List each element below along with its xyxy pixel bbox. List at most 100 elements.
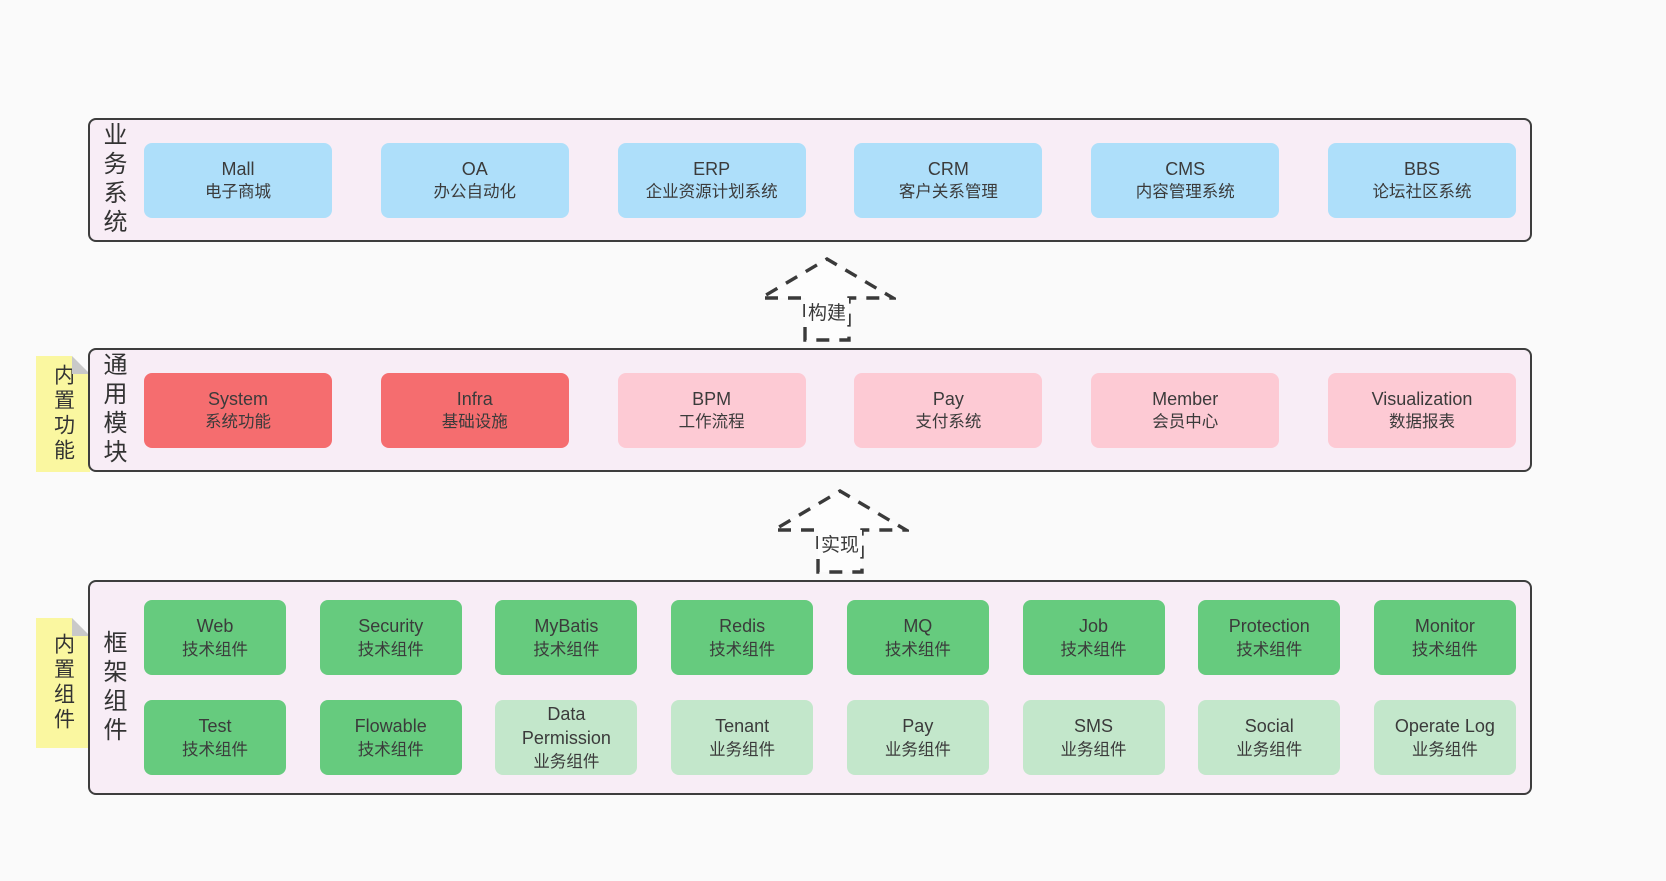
box-subtitle: 技术组件 xyxy=(357,740,424,759)
business-systems-boxes: Mall 电子商城 OA 办公自动化 ERP 企业资源计划系统 CRM 客户关系… xyxy=(134,120,1530,240)
box-title: CRM xyxy=(927,158,969,179)
box-subtitle: 技术组件 xyxy=(1060,640,1127,659)
box-subtitle: 技术组件 xyxy=(884,640,951,659)
box-subtitle: 技术组件 xyxy=(709,640,776,659)
box-title: SMS xyxy=(1074,716,1114,737)
box-flowable: Flowable 技术组件 xyxy=(319,700,462,775)
components-row-2: Test 技术组件 Flowable 技术组件 Data Permission … xyxy=(144,700,1516,775)
box-data-permission: Data Permission 业务组件 xyxy=(495,700,638,775)
arrow-implement-label: 实现 xyxy=(817,530,863,557)
box-protection: Protection 技术组件 xyxy=(1198,600,1341,675)
box-cms: CMS 内容管理系统 xyxy=(1091,142,1280,218)
layer-label-text: 通用模块 xyxy=(99,352,126,468)
box-subtitle: 业务组件 xyxy=(1236,740,1303,759)
box-title: Protection xyxy=(1228,616,1310,637)
box-subtitle: 技术组件 xyxy=(1236,640,1303,659)
box-security: Security 技术组件 xyxy=(319,600,462,675)
box-monitor: Monitor 技术组件 xyxy=(1373,600,1516,675)
box-subtitle: 基础设施 xyxy=(441,413,508,432)
box-subtitle: 客户关系管理 xyxy=(898,183,998,202)
box-infra: Infra 基础设施 xyxy=(380,372,569,448)
box-subtitle: 办公自动化 xyxy=(433,183,517,202)
box-subtitle: 会员中心 xyxy=(1152,413,1219,432)
box-subtitle: 技术组件 xyxy=(182,640,248,659)
box-subtitle: 技术组件 xyxy=(533,640,600,659)
box-subtitle: 系统功能 xyxy=(205,413,271,432)
box-pay-business: Pay 业务组件 xyxy=(846,700,989,775)
sticky-note-built-in-components: 内置组件 xyxy=(36,618,90,748)
box-pay: Pay 支付系统 xyxy=(854,372,1043,448)
box-title: BPM xyxy=(692,388,732,409)
box-mybatis: MyBatis 技术组件 xyxy=(495,600,638,675)
box-title: OA xyxy=(461,158,488,179)
box-visualization: Visualization 数据报表 xyxy=(1327,372,1516,448)
box-subtitle: 业务组件 xyxy=(533,752,600,771)
box-sms: SMS 业务组件 xyxy=(1022,700,1165,775)
layer-framework-components: 框架组件 Web 技术组件 Security 技术组件 MyBatis 技术组件… xyxy=(88,580,1532,795)
box-subtitle: 电子商城 xyxy=(205,183,271,202)
sticky-note-built-in-features: 内置功能 xyxy=(36,356,90,472)
box-member: Member 会员中心 xyxy=(1091,372,1280,448)
box-title: ERP xyxy=(693,158,731,179)
arrow-build: 构建 xyxy=(758,256,896,342)
layer-business-systems-label: 业务系统 xyxy=(90,120,134,240)
layer-common-modules-label: 通用模块 xyxy=(90,350,134,470)
box-operate-log: Operate Log 业务组件 xyxy=(1373,700,1516,775)
box-subtitle: 业务组件 xyxy=(1060,740,1127,759)
box-title: Pay xyxy=(902,716,934,737)
box-title: Infra xyxy=(456,388,493,409)
common-modules-boxes: System 系统功能 Infra 基础设施 BPM 工作流程 Pay 支付系统… xyxy=(134,350,1530,470)
layer-framework-components-label: 框架组件 xyxy=(90,582,134,793)
arrow-build-label: 构建 xyxy=(804,298,850,325)
box-subtitle: 技术组件 xyxy=(182,740,248,759)
box-subtitle: 技术组件 xyxy=(1411,640,1478,659)
layer-common-modules: 通用模块 System 系统功能 Infra 基础设施 BPM 工作流程 Pay… xyxy=(88,348,1532,472)
sticky-note-label: 内置功能 xyxy=(51,364,75,464)
box-erp: ERP 企业资源计划系统 xyxy=(617,142,806,218)
box-oa: OA 办公自动化 xyxy=(380,142,569,218)
box-subtitle: 业务组件 xyxy=(884,740,951,759)
box-title: Security xyxy=(358,616,424,637)
box-title: Member xyxy=(1152,388,1219,409)
box-title: Data Permission xyxy=(521,704,611,749)
box-title: MQ xyxy=(903,616,933,637)
arrow-implement: 实现 xyxy=(771,488,909,574)
box-subtitle: 论坛社区系统 xyxy=(1372,183,1472,202)
box-title: Pay xyxy=(932,388,964,409)
framework-components-boxes: Web 技术组件 Security 技术组件 MyBatis 技术组件 Redi… xyxy=(134,582,1530,793)
layer-business-systems: 业务系统 Mall 电子商城 OA 办公自动化 ERP 企业资源计划系统 CRM… xyxy=(88,118,1532,242)
box-title: Visualization xyxy=(1371,388,1473,409)
box-title: Operate Log xyxy=(1394,716,1495,737)
box-subtitle: 内容管理系统 xyxy=(1135,183,1235,202)
box-title: Test xyxy=(198,716,232,737)
box-title: Monitor xyxy=(1414,616,1475,637)
box-mall: Mall 电子商城 xyxy=(144,142,332,218)
box-subtitle: 数据报表 xyxy=(1388,413,1455,432)
box-bbs: BBS 论坛社区系统 xyxy=(1327,142,1516,218)
box-subtitle: 业务组件 xyxy=(1411,740,1478,759)
box-test: Test 技术组件 xyxy=(144,700,286,775)
box-tenant: Tenant 业务组件 xyxy=(671,700,814,775)
box-title: Mall xyxy=(221,158,255,179)
box-title: BBS xyxy=(1403,158,1440,179)
box-web: Web 技术组件 xyxy=(144,600,286,675)
box-subtitle: 业务组件 xyxy=(709,740,776,759)
box-title: Flowable xyxy=(354,716,427,737)
box-subtitle: 工作流程 xyxy=(678,413,745,432)
box-system: System 系统功能 xyxy=(144,372,332,448)
box-job: Job 技术组件 xyxy=(1022,600,1165,675)
box-title: Redis xyxy=(719,616,766,637)
box-social: Social 业务组件 xyxy=(1198,700,1341,775)
box-mq: MQ 技术组件 xyxy=(846,600,989,675)
box-title: Web xyxy=(196,616,234,637)
layer-label-text: 框架组件 xyxy=(99,629,126,746)
box-subtitle: 技术组件 xyxy=(357,640,424,659)
box-title: Social xyxy=(1244,716,1294,737)
box-title: System xyxy=(207,388,268,409)
box-crm: CRM 客户关系管理 xyxy=(854,142,1043,218)
box-title: MyBatis xyxy=(534,616,599,637)
box-title: Job xyxy=(1079,616,1109,637)
box-subtitle: 企业资源计划系统 xyxy=(645,183,778,202)
box-bpm: BPM 工作流程 xyxy=(617,372,806,448)
